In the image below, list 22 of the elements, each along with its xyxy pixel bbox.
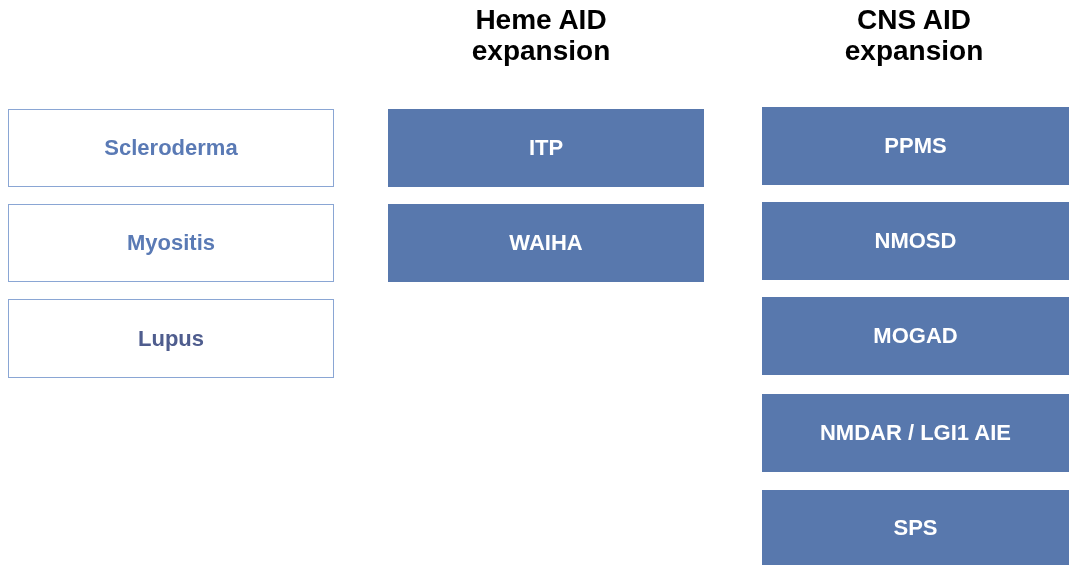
disease-name: SPS [893, 514, 938, 541]
disease-box [762, 394, 1069, 472]
disease-name: Scleroderma [104, 135, 238, 161]
column-heading: CNS AID expansion [843, 5, 985, 67]
disease-name: NMDAR / LGI1 AIE [819, 420, 1012, 446]
disease-name: Lupus [138, 325, 204, 352]
disease-name: Myositis [127, 230, 215, 256]
disease-name: ITP [528, 135, 564, 161]
disease-name: PPMS [884, 133, 947, 159]
disease-box [762, 107, 1069, 185]
disease-outline-box [8, 109, 334, 187]
column-heading: Heme AID expansion [470, 5, 612, 67]
disease-name: NMOSD [874, 228, 957, 254]
disease-box [762, 297, 1069, 375]
disease-name: WAIHA [509, 230, 583, 256]
disease-box [762, 202, 1069, 280]
disease-box [388, 204, 704, 282]
disease-box [762, 490, 1069, 565]
disease-box [388, 109, 704, 187]
disease-outline-box [8, 299, 334, 378]
disease-name: MOGAD [873, 323, 958, 349]
disease-outline-box [8, 204, 334, 282]
